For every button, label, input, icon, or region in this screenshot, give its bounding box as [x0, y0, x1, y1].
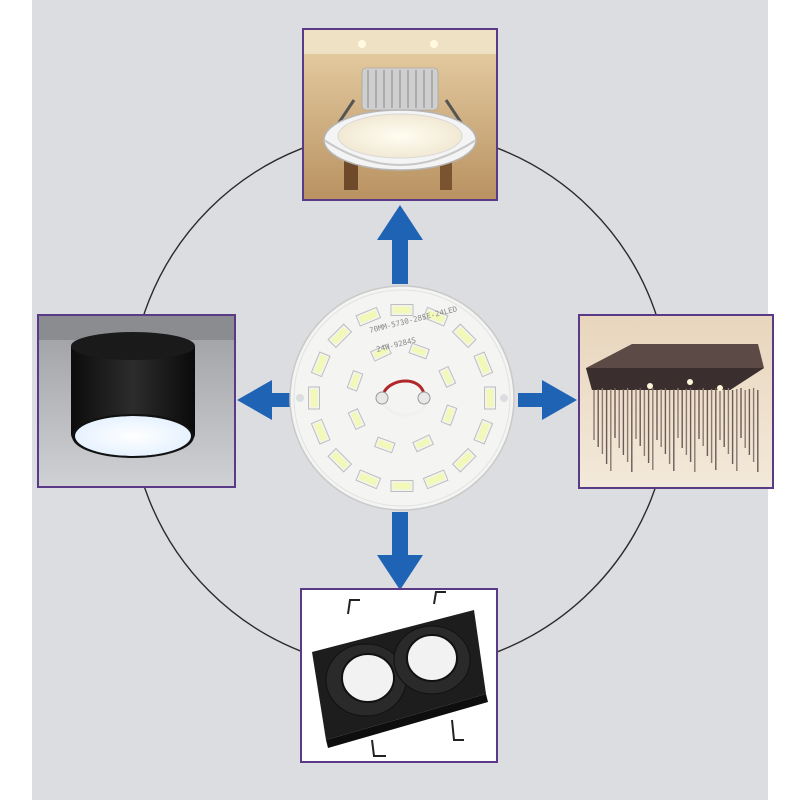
led-chip — [451, 323, 477, 349]
pcb-mount-hole — [500, 394, 508, 402]
product-frame-right — [578, 314, 774, 489]
led-chip — [484, 386, 496, 410]
arrow-right — [518, 380, 577, 420]
led-chip — [473, 418, 494, 445]
led-chip — [310, 418, 331, 445]
product-frame-top — [302, 28, 498, 201]
surface-cylinder-light-image — [39, 316, 234, 486]
led-chip — [422, 469, 449, 490]
product-frame-left — [37, 314, 236, 488]
double-grille-spotlight-image — [302, 590, 496, 761]
arrow-up — [377, 205, 423, 284]
arrow-left — [237, 380, 294, 420]
pcb-wires — [375, 379, 431, 417]
led-chip — [412, 434, 435, 453]
crystal-strands — [593, 388, 759, 472]
led-chip — [310, 351, 331, 378]
diagram-svg: 70MM-5730-28SE-24LED 24W-9284S — [129, 129, 671, 671]
led-chip — [327, 323, 353, 349]
led-chip — [438, 365, 457, 388]
led-chip — [355, 469, 382, 490]
led-chip — [408, 342, 430, 360]
led-chip — [473, 351, 494, 378]
led-array — [308, 304, 496, 492]
led-chip — [451, 447, 477, 473]
arrows — [237, 205, 577, 590]
diagram-canvas: 70MM-5730-28SE-24LED 24W-9284S — [32, 0, 774, 800]
led-chip — [308, 386, 320, 410]
led-chip — [390, 480, 414, 492]
led-chip — [346, 370, 364, 392]
led-chip — [355, 306, 382, 327]
led-chip — [422, 306, 449, 327]
led-chip — [440, 404, 458, 426]
led-chip — [374, 436, 396, 454]
arrow-down — [377, 512, 423, 590]
recessed-downlight-image — [304, 30, 496, 199]
led-chip — [347, 408, 366, 431]
left-margin — [0, 0, 32, 800]
crystal-ceiling-light-image — [580, 316, 772, 487]
pcb-mount-hole — [296, 394, 304, 402]
led-chip — [390, 304, 414, 316]
led-chip — [369, 343, 392, 362]
led-chip — [327, 447, 353, 473]
product-frame-bottom — [300, 588, 498, 763]
led-pcb-module: 70MM-5730-28SE-24LED 24W-9284S — [289, 285, 515, 511]
